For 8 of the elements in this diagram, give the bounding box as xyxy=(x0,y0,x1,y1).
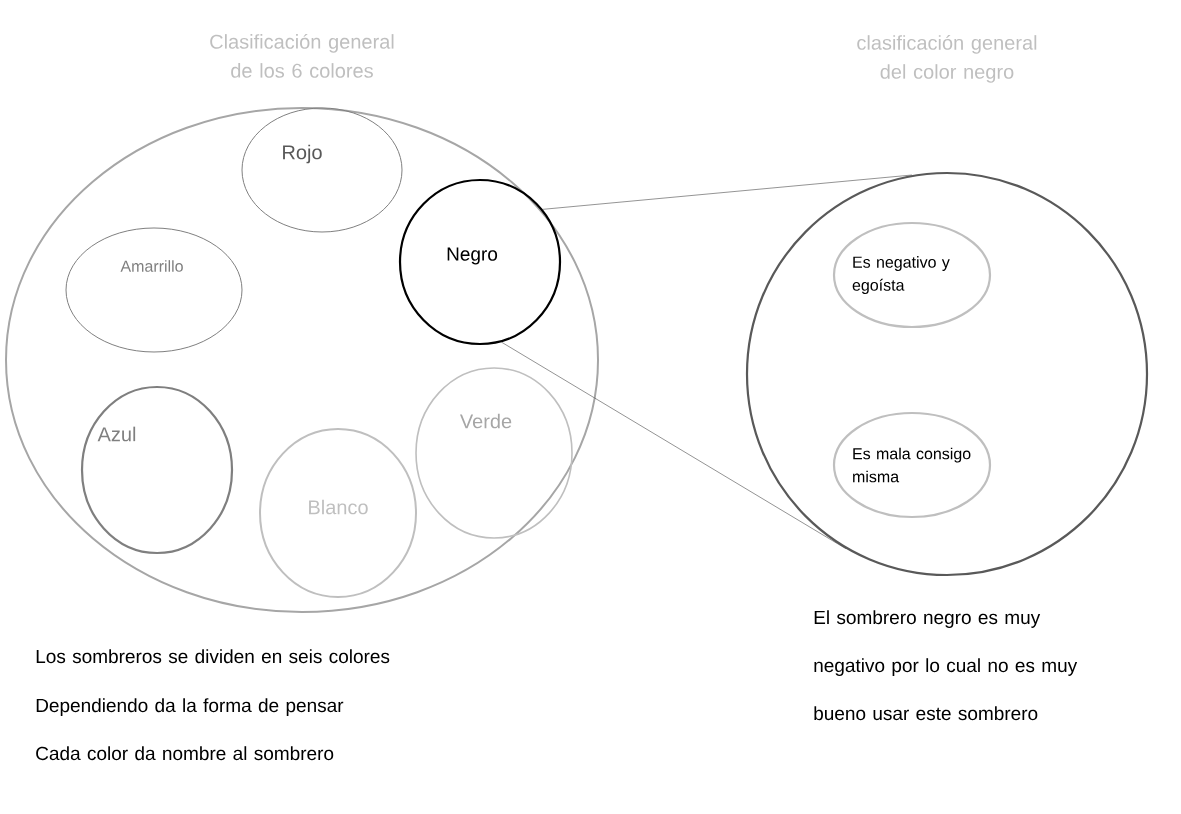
heading: clasificación general del color negro xyxy=(857,34,1037,83)
heading: Clasificación general de los 6 colores xyxy=(210,33,394,78)
note-text: Cada color da nombre al sombrero xyxy=(36,746,334,761)
connector-line xyxy=(501,341,847,550)
note-text: El sombrero negro es muy negativo por lo cual no es muy bueno usar este sombrero xyxy=(814,610,1078,721)
note-text: Dependiendo da la forma de pensar xyxy=(36,698,344,716)
connector-line xyxy=(542,174,913,210)
note-text: Los sombreros se dividen en seis colores xyxy=(36,649,390,664)
